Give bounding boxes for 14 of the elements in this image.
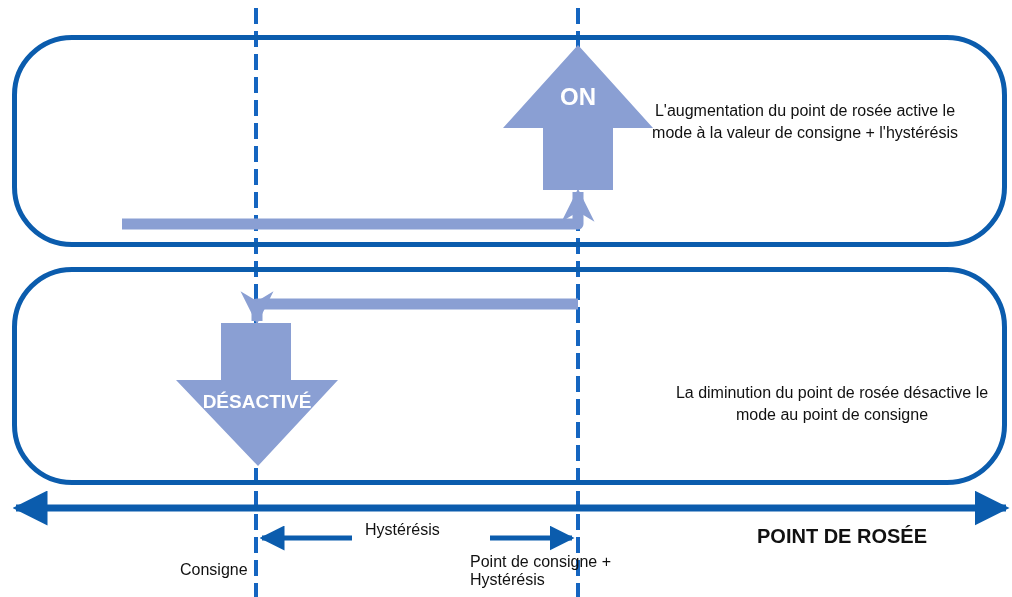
flow-arrow (122, 188, 595, 230)
rounded-panel (12, 267, 1007, 485)
down-arrow (176, 323, 338, 466)
axis-title: POINT DE ROSÉE (757, 525, 928, 548)
rounded-panel (12, 35, 1007, 247)
dimension-label: Hystérésis (365, 521, 440, 539)
description-text: L'augmentation du point de rosée active le mode à la valeur de consigne + l'hystérésis (651, 101, 959, 144)
threshold-label: Consigne (180, 561, 248, 579)
flow-arrow (240, 291, 578, 325)
arrow-label: DÉSACTIVÉ (201, 391, 313, 413)
threshold-label: Point de consigne + Hystérésis (470, 553, 612, 589)
up-arrow (503, 45, 653, 190)
arrow-label: ON (559, 83, 597, 111)
description-text: La diminution du point de rosée désactive le mode au point de consigne (674, 383, 990, 426)
